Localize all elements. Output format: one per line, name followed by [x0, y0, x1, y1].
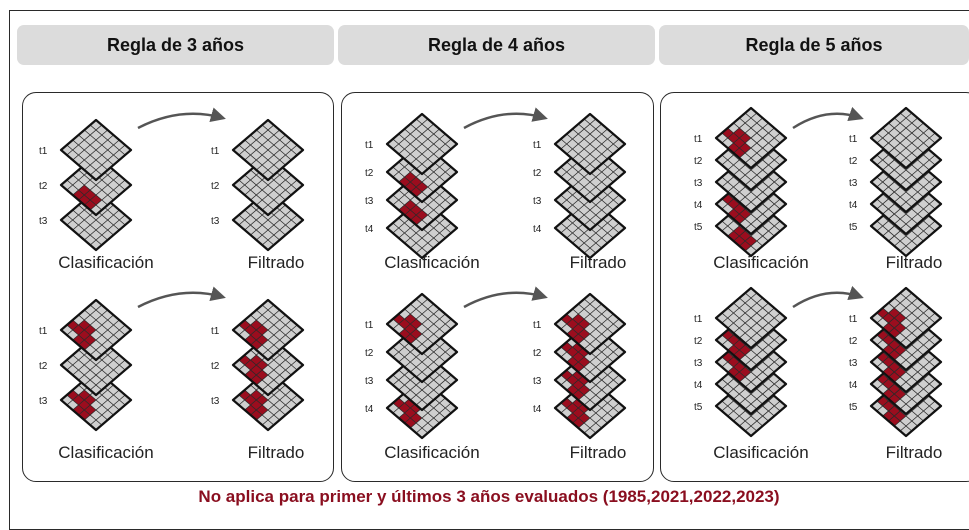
rule4-ex2-classification-layer-t1 — [385, 292, 459, 356]
rule5-ex2-classification-label-t2: t2 — [694, 336, 703, 347]
rule5-ex1-classification-label-t5: t5 — [694, 222, 703, 233]
rule4-ex2-filtered-label-t3: t3 — [533, 376, 542, 387]
rule5-ex1-classification-caption: Clasificación — [713, 253, 808, 272]
rule4-ex1-classification-layer-t1 — [385, 112, 459, 176]
rule4-ex2-classification-label-t1: t1 — [365, 320, 374, 331]
rule3-ex2-classification-label-t2: t2 — [39, 361, 48, 372]
rule4-ex2-arrow — [463, 286, 548, 309]
rule-5-header: Regla de 5 años — [659, 25, 969, 65]
rule5-ex2-filtered-label-t3: t3 — [849, 358, 858, 369]
rule4-ex1-classification-caption: Clasificación — [384, 253, 479, 272]
rule5-ex2-filtered-label-t4: t4 — [849, 380, 858, 391]
rule3-ex2-filtered-label-t3: t3 — [211, 396, 220, 407]
rule4-ex2-classification-label-t3: t3 — [365, 376, 374, 387]
rule3-ex2-filtered-label-t1: t1 — [211, 326, 220, 337]
rule5-ex1-filtered-label-t1: t1 — [849, 134, 858, 145]
rule4-ex1-arrow — [463, 107, 548, 130]
rule5-ex1-filtered-label-t3: t3 — [849, 178, 858, 189]
rule4-ex1-filtered-layer-t1 — [553, 112, 627, 176]
rule4-ex1-filtered-label-t3: t3 — [533, 196, 542, 207]
rule5-ex2-classification-label-t5: t5 — [694, 402, 703, 413]
rule5-ex2-classification-label-t3: t3 — [694, 358, 703, 369]
rule4-ex2-filtered-caption: Filtrado — [570, 443, 627, 462]
rule5-ex1-filtered-layer-t1 — [869, 106, 943, 170]
rule4-ex1-classification-label-t4: t4 — [365, 224, 374, 235]
rule5-ex1-classification-label-t1: t1 — [694, 134, 703, 145]
rule3-ex2-filtered-caption: Filtrado — [248, 443, 305, 462]
rule4-ex1-filtered-label-t4: t4 — [533, 224, 542, 235]
rule-3-header: Regla de 3 años — [17, 25, 334, 65]
rule5-ex2-filtered-label-t5: t5 — [849, 402, 858, 413]
rule5-ex1-arrow — [792, 106, 864, 130]
rule3-ex2-arrow — [137, 286, 226, 309]
rule4-ex1-classification-label-t1: t1 — [365, 140, 374, 151]
rule3-ex1-filtered-layer-t1 — [231, 118, 305, 182]
rule3-ex1-filtered-layer-t2 — [231, 153, 305, 217]
rule5-ex1-classification-label-t2: t2 — [694, 156, 703, 167]
rule3-ex2-filtered-label-t2: t2 — [211, 361, 220, 372]
rule5-ex1-filtered-label-t4: t4 — [849, 200, 858, 211]
rule-4-header: Regla de 4 años — [338, 25, 655, 65]
rule3-ex1-classification-caption: Clasificación — [58, 253, 153, 272]
rule4-ex2-filtered-label-t2: t2 — [533, 348, 542, 359]
rule3-ex1-classification-label-t1: t1 — [39, 146, 48, 157]
rule3-ex2-filtered-layer-t2 — [231, 333, 305, 397]
rule4-ex2-classification-label-t2: t2 — [365, 348, 374, 359]
rule4-ex2-classification-caption: Clasificación — [384, 443, 479, 462]
rule5-ex2-arrow — [792, 285, 864, 309]
rule5-ex1-classification-label-t3: t3 — [694, 178, 703, 189]
rule4-ex1-filtered-label-t1: t1 — [533, 140, 542, 151]
rule5-ex2-filtered-layer-t1 — [869, 286, 943, 350]
rule4-ex1-classification-label-t3: t3 — [365, 196, 374, 207]
rule3-ex2-filtered-layer-t3 — [231, 368, 305, 432]
rule3-ex2-classification-caption: Clasificación — [58, 443, 153, 462]
rule5-ex2-filtered-label-t2: t2 — [849, 336, 858, 347]
footer-note: No aplica para primer y últimos 3 años e… — [198, 487, 780, 506]
rule3-ex2-classification-layer-t1 — [59, 298, 133, 362]
rule4-ex2-classification-label-t4: t4 — [365, 404, 374, 415]
rule4-ex1-filtered-label-t2: t2 — [533, 168, 542, 179]
rule3-ex1-filtered-label-t1: t1 — [211, 146, 220, 157]
rule4-ex2-filtered-label-t4: t4 — [533, 404, 542, 415]
rule5-ex1-classification-label-t4: t4 — [694, 200, 703, 211]
rule5-ex1-filtered-label-t5: t5 — [849, 222, 858, 233]
rule3-ex1-classification-label-t2: t2 — [39, 181, 48, 192]
rule3-ex1-arrow — [137, 107, 226, 130]
rule3-ex1-filtered-caption: Filtrado — [248, 253, 305, 272]
rule3-ex1-classification-label-t3: t3 — [39, 216, 48, 227]
rule5-ex2-filtered-label-t1: t1 — [849, 314, 858, 325]
rule3-ex1-filtered-label-t2: t2 — [211, 181, 220, 192]
rule3-ex2-classification-label-t1: t1 — [39, 326, 48, 337]
rule5-ex1-filtered-label-t2: t2 — [849, 156, 858, 167]
rule3-ex1-filtered-label-t3: t3 — [211, 216, 220, 227]
rule5-ex1-filtered-caption: Filtrado — [886, 253, 943, 272]
rule5-ex1-classification-layer-t1 — [714, 106, 788, 170]
rule5-ex2-filtered-caption: Filtrado — [886, 443, 943, 462]
rule3-ex2-classification-label-t3: t3 — [39, 396, 48, 407]
rule5-ex2-classification-label-t4: t4 — [694, 380, 703, 391]
rule5-ex2-classification-label-t1: t1 — [694, 314, 703, 325]
rule4-ex1-filtered-caption: Filtrado — [570, 253, 627, 272]
rule4-ex2-filtered-layer-t1 — [553, 292, 627, 356]
rule5-ex2-classification-caption: Clasificación — [713, 443, 808, 462]
rule5-ex2-classification-layer-t1 — [714, 286, 788, 350]
rule3-ex2-classification-layer-t3 — [59, 368, 133, 432]
rule4-ex1-classification-label-t2: t2 — [365, 168, 374, 179]
rule3-ex1-filtered-layer-t3 — [231, 188, 305, 252]
rule3-ex2-filtered-layer-t1 — [231, 298, 305, 362]
rule4-ex2-filtered-label-t1: t1 — [533, 320, 542, 331]
rule3-ex1-classification-layer-t1 — [59, 118, 133, 182]
